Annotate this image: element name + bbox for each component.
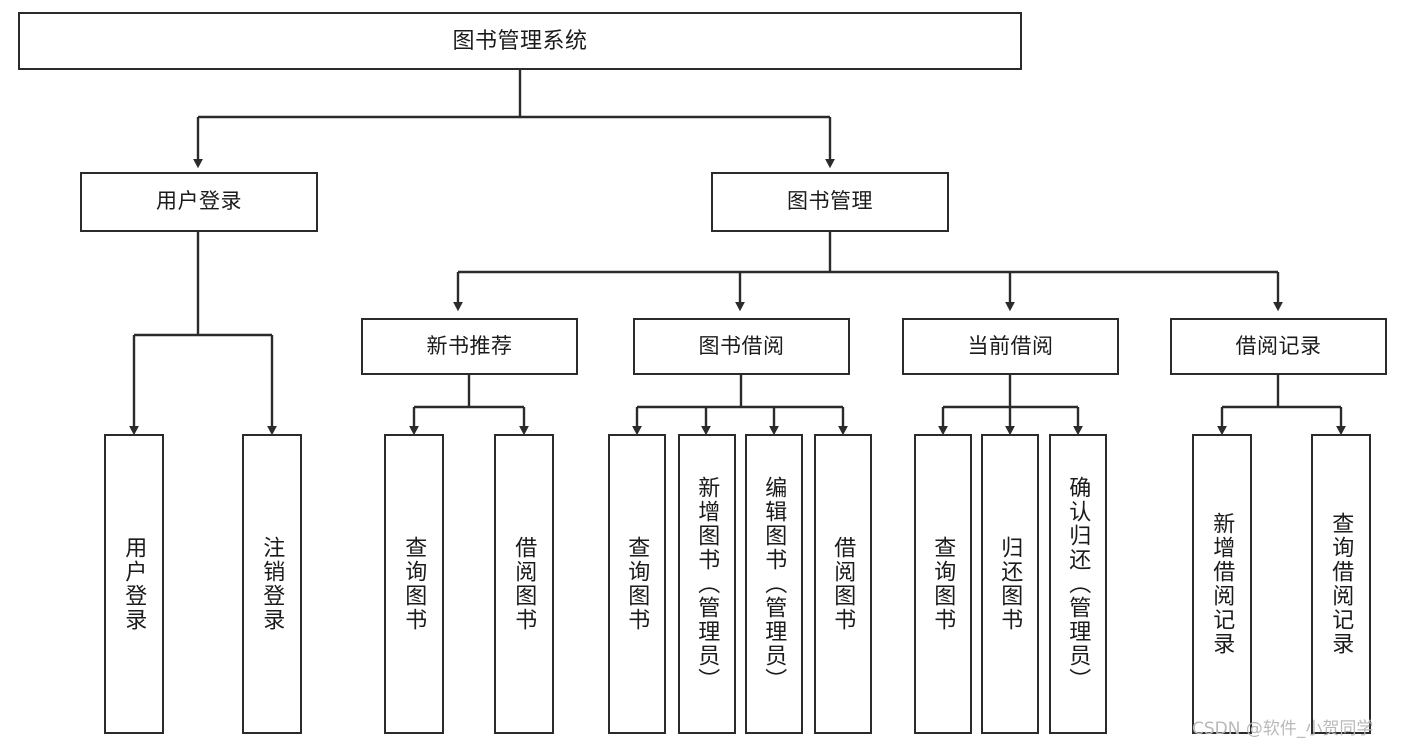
node-label: 查询图书	[931, 536, 957, 632]
node-book-borrow[interactable]: 图书借阅	[633, 318, 850, 375]
node-label: 查询借阅记录	[1329, 512, 1355, 656]
leaf-edit-book-admin[interactable]: 编辑图书（管理员）	[745, 434, 803, 734]
node-label: 归还图书	[998, 536, 1024, 632]
node-label: 借阅记录	[1235, 334, 1322, 358]
leaf-borrow-book[interactable]: 借阅图书	[814, 434, 872, 734]
leaf-confirm-return-admin[interactable]: 确认归还（管理员）	[1049, 434, 1107, 734]
node-label: 确认归还（管理员）	[1066, 476, 1092, 692]
node-label: 新增借阅记录	[1210, 512, 1236, 656]
node-label: 用户登录	[156, 190, 242, 214]
node-root-system[interactable]: 图书管理系统	[18, 12, 1022, 70]
leaf-add-book-admin[interactable]: 新增图书（管理员）	[678, 434, 736, 734]
node-new-book-recommend[interactable]: 新书推荐	[361, 318, 578, 375]
node-borrow-records[interactable]: 借阅记录	[1170, 318, 1387, 375]
node-book-management[interactable]: 图书管理	[711, 172, 949, 232]
node-label: 新书推荐	[426, 334, 513, 358]
node-label: 借阅图书	[512, 536, 538, 632]
node-label: 用户登录	[122, 536, 148, 632]
node-label: 新增图书（管理员）	[695, 476, 721, 692]
node-current-borrow[interactable]: 当前借阅	[902, 318, 1119, 375]
leaf-return-book[interactable]: 归还图书	[981, 434, 1039, 734]
node-label: 借阅图书	[831, 536, 857, 632]
leaf-user-login[interactable]: 用户登录	[104, 434, 164, 734]
node-label: 查询图书	[402, 536, 428, 632]
node-user-login[interactable]: 用户登录	[80, 172, 318, 232]
watermark-text: CSDN @软件_小贺同学	[1192, 719, 1374, 739]
node-label: 当前借阅	[967, 334, 1054, 358]
leaf-query-borrow-record[interactable]: 查询借阅记录	[1311, 434, 1371, 734]
leaf-add-borrow-record[interactable]: 新增借阅记录	[1192, 434, 1252, 734]
node-label: 编辑图书（管理员）	[762, 476, 788, 692]
leaf-query-books-recommend[interactable]: 查询图书	[384, 434, 444, 734]
node-label: 查询图书	[625, 536, 651, 632]
leaf-borrow-books-recommend[interactable]: 借阅图书	[494, 434, 554, 734]
leaf-query-books-current[interactable]: 查询图书	[914, 434, 972, 734]
node-label: 注销登录	[260, 536, 286, 632]
node-label: 图书管理系统	[452, 27, 588, 53]
node-label: 图书管理	[787, 190, 873, 214]
node-label: 图书借阅	[698, 334, 785, 358]
leaf-query-books-borrow[interactable]: 查询图书	[608, 434, 666, 734]
leaf-logout[interactable]: 注销登录	[242, 434, 302, 734]
